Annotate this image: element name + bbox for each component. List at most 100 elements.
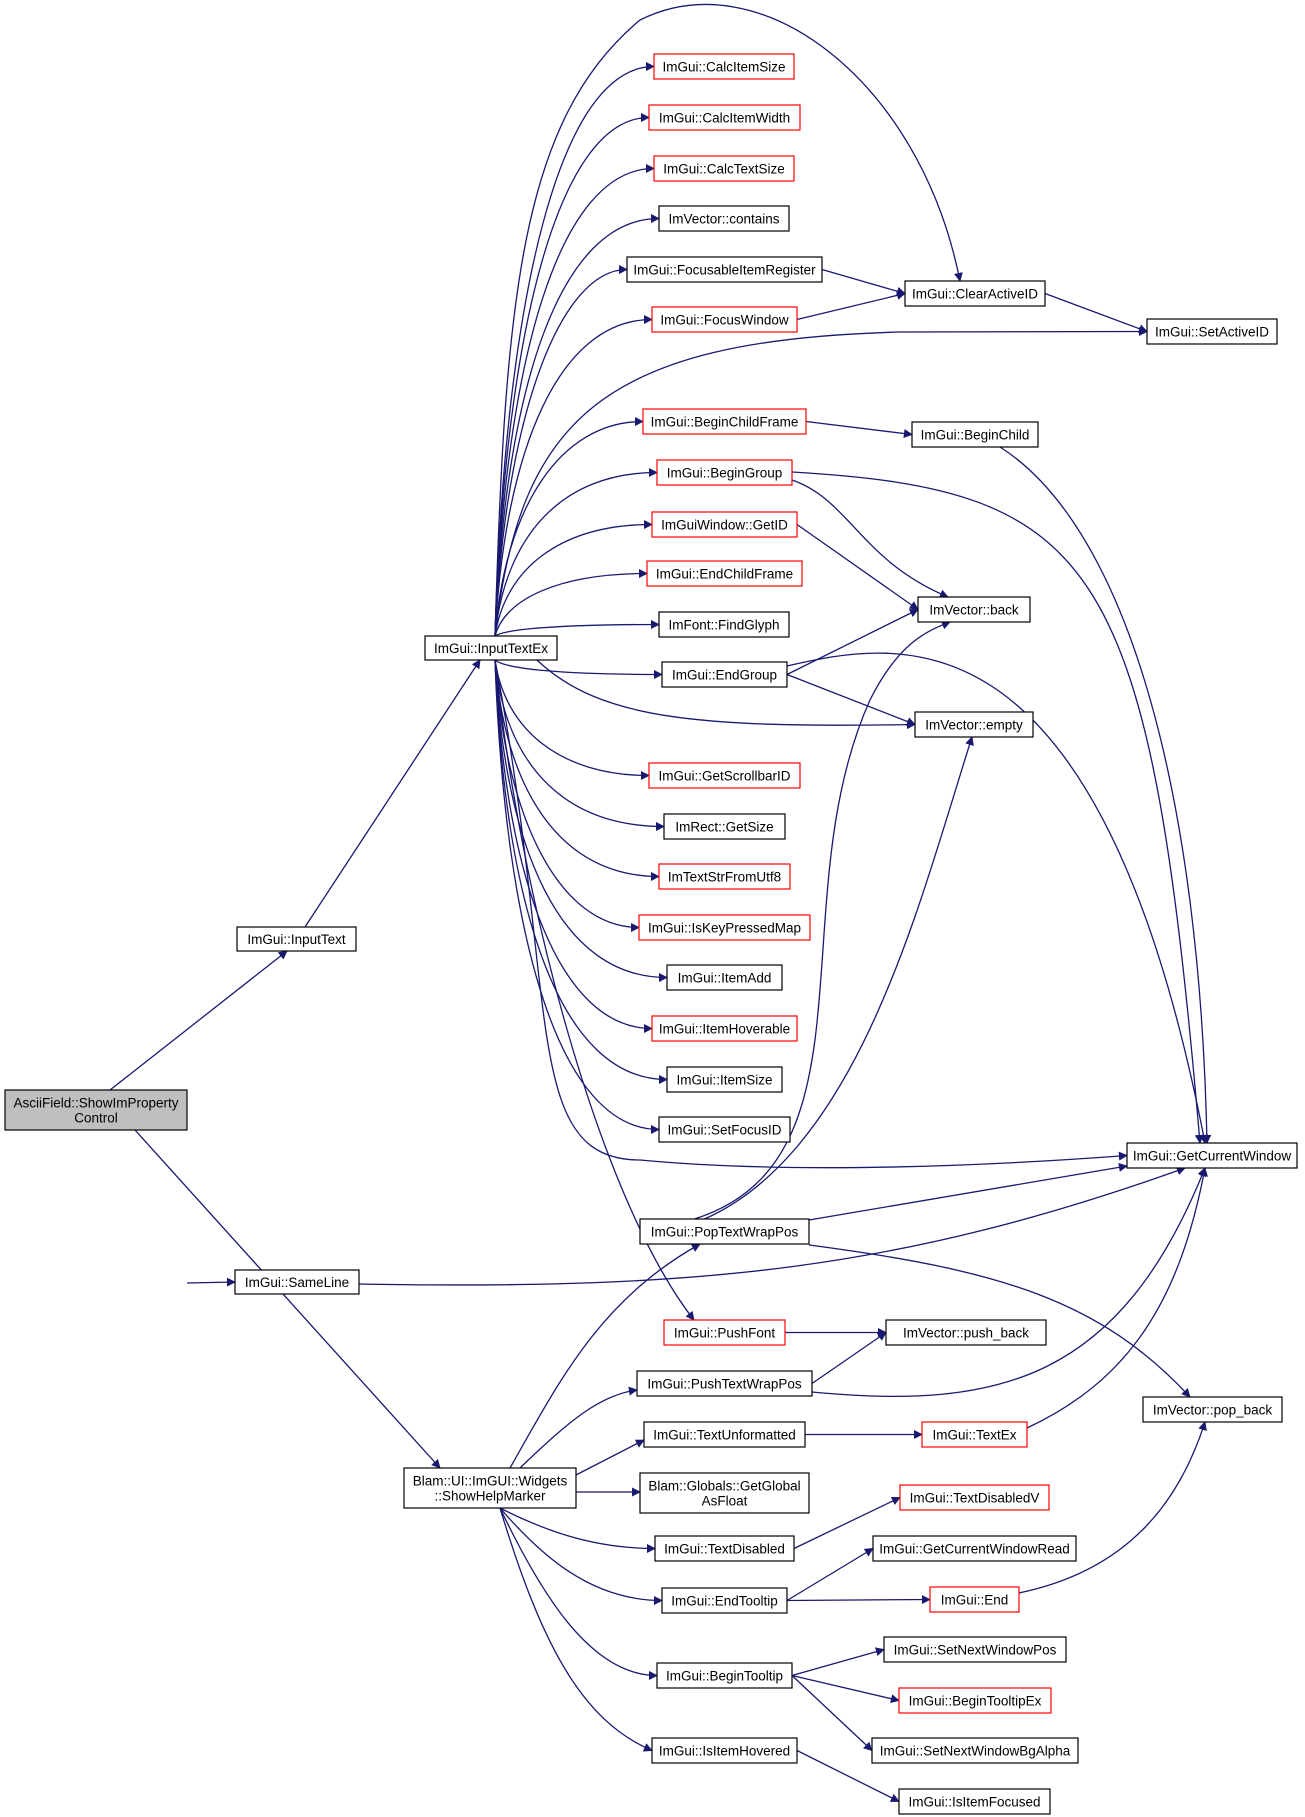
node-textex[interactable]: ImGui::TextEx: [921, 1421, 1028, 1448]
node-itemadd[interactable]: ImGui::ItemAdd: [666, 964, 783, 991]
node-textdisabledv[interactable]: ImGui::TextDisabledV: [899, 1484, 1050, 1511]
node-showhelp[interactable]: Blam::UI::ImGUI::Widgets::ShowHelpMarker: [403, 1467, 577, 1509]
node-box-pushfont[interactable]: [663, 1319, 786, 1346]
node-box-inputtextex[interactable]: [424, 635, 558, 661]
node-getcurrentwindow[interactable]: ImGui::GetCurrentWindow: [1126, 1142, 1298, 1169]
node-box-end[interactable]: [929, 1586, 1020, 1613]
node-pushtextwrap[interactable]: ImGui::PushTextWrapPos: [636, 1370, 813, 1397]
node-box-showhelp[interactable]: [403, 1467, 577, 1509]
node-box-inputtext[interactable]: [236, 926, 357, 952]
node-box-itemhoverable[interactable]: [651, 1015, 798, 1042]
node-begingroup[interactable]: ImGui::BeginGroup: [656, 459, 793, 486]
node-box-begintooltip[interactable]: [656, 1662, 793, 1689]
node-beginchildframe[interactable]: ImGui::BeginChildFrame: [642, 408, 807, 435]
node-pushfont[interactable]: ImGui::PushFont: [663, 1319, 786, 1346]
node-inputtext[interactable]: ImGui::InputText: [236, 926, 357, 952]
node-box-isitemfocused[interactable]: [898, 1788, 1051, 1815]
node-endtooltip[interactable]: ImGui::EndTooltip: [661, 1587, 788, 1614]
node-box-findglyph[interactable]: [658, 611, 790, 638]
node-box-empty[interactable]: [914, 711, 1034, 738]
node-box-beginchildframe[interactable]: [642, 408, 807, 435]
node-box-endchildframe[interactable]: [646, 560, 803, 587]
node-itemhoverable[interactable]: ImGui::ItemHoverable: [651, 1015, 798, 1042]
node-empty[interactable]: ImVector::empty: [914, 711, 1034, 738]
node-box-setfocusid[interactable]: [658, 1116, 791, 1143]
node-box-getsize[interactable]: [663, 813, 786, 840]
node-box-pushtextwrap[interactable]: [636, 1370, 813, 1397]
node-itemsize[interactable]: ImGui::ItemSize: [666, 1066, 783, 1093]
node-textunformatted[interactable]: ImGui::TextUnformatted: [643, 1421, 806, 1448]
node-box-pushback[interactable]: [885, 1319, 1047, 1346]
node-box-contains[interactable]: [658, 205, 790, 232]
node-pushback[interactable]: ImVector::push_back: [885, 1319, 1047, 1346]
node-end[interactable]: ImGui::End: [929, 1586, 1020, 1613]
node-poptextwrap[interactable]: ImGui::PopTextWrapPos: [639, 1218, 810, 1245]
node-contains[interactable]: ImVector::contains: [658, 205, 790, 232]
node-box-itemadd[interactable]: [666, 964, 783, 991]
node-back[interactable]: ImVector::back: [917, 596, 1031, 623]
node-setnextwindowpos[interactable]: ImGui::SetNextWindowPos: [883, 1636, 1067, 1663]
node-getscrollbarid[interactable]: ImGui::GetScrollbarID: [648, 762, 801, 789]
node-endchildframe[interactable]: ImGui::EndChildFrame: [646, 560, 803, 587]
node-box-begintooltipex[interactable]: [898, 1687, 1052, 1714]
node-endgroup[interactable]: ImGui::EndGroup: [661, 661, 788, 688]
node-setactiveid[interactable]: ImGui::SetActiveID: [1146, 318, 1278, 345]
node-box-sameline[interactable]: [234, 1269, 360, 1295]
node-box-iskeypressed[interactable]: [638, 914, 811, 941]
node-box-back[interactable]: [917, 596, 1031, 623]
node-box-getglobal[interactable]: [639, 1472, 810, 1514]
node-box-calcitemwidth[interactable]: [648, 104, 801, 131]
node-isitemfocused[interactable]: ImGui::IsItemFocused: [898, 1788, 1051, 1815]
node-calcitemwidth[interactable]: ImGui::CalcItemWidth: [648, 104, 801, 131]
node-inputtextex[interactable]: ImGui::InputTextEx: [424, 635, 558, 661]
node-getcurrentwindowread[interactable]: ImGui::GetCurrentWindowRead: [872, 1535, 1077, 1562]
node-isitemhovered[interactable]: ImGui::IsItemHovered: [651, 1737, 798, 1764]
node-begintooltipex[interactable]: ImGui::BeginTooltipEx: [898, 1687, 1052, 1714]
node-box-beginchild[interactable]: [911, 421, 1039, 448]
node-box-setnextwindowbgalpha[interactable]: [871, 1737, 1079, 1764]
node-box-root[interactable]: [4, 1089, 188, 1131]
node-setfocusid[interactable]: ImGui::SetFocusID: [658, 1116, 791, 1143]
node-box-itemsize[interactable]: [666, 1066, 783, 1093]
node-focusable[interactable]: ImGui::FocusableItemRegister: [626, 256, 823, 283]
node-getsize[interactable]: ImRect::GetSize: [663, 813, 786, 840]
node-box-getcurrentwindow[interactable]: [1126, 1142, 1298, 1169]
node-box-endtooltip[interactable]: [661, 1587, 788, 1614]
node-box-textex[interactable]: [921, 1421, 1028, 1448]
node-popback[interactable]: ImVector::pop_back: [1142, 1396, 1283, 1423]
node-iskeypressed[interactable]: ImGui::IsKeyPressedMap: [638, 914, 811, 941]
node-box-textdisabled[interactable]: [654, 1535, 795, 1562]
node-box-calctextsize[interactable]: [653, 155, 795, 182]
node-textdisabled[interactable]: ImGui::TextDisabled: [654, 1535, 795, 1562]
node-begintooltip[interactable]: ImGui::BeginTooltip: [656, 1662, 793, 1689]
node-getid[interactable]: ImGuiWindow::GetID: [651, 511, 798, 538]
node-box-imtextstr[interactable]: [658, 863, 791, 890]
node-calcitemsize[interactable]: ImGui::CalcItemSize: [653, 53, 795, 80]
node-box-calcitemsize[interactable]: [653, 53, 795, 80]
node-box-getcurrentwindowread[interactable]: [872, 1535, 1077, 1562]
node-clearactiveid[interactable]: ImGui::ClearActiveID: [904, 280, 1046, 307]
node-imtextstr[interactable]: ImTextStrFromUtf8: [658, 863, 791, 890]
node-box-setnextwindowpos[interactable]: [883, 1636, 1067, 1663]
node-findglyph[interactable]: ImFont::FindGlyph: [658, 611, 790, 638]
node-box-textdisabledv[interactable]: [899, 1484, 1050, 1511]
node-box-popback[interactable]: [1142, 1396, 1283, 1423]
node-box-endgroup[interactable]: [661, 661, 788, 688]
node-focuswindow[interactable]: ImGui::FocusWindow: [651, 306, 798, 333]
node-setnextwindowbgalpha[interactable]: ImGui::SetNextWindowBgAlpha: [871, 1737, 1079, 1764]
node-box-begingroup[interactable]: [656, 459, 793, 486]
node-box-getscrollbarid[interactable]: [648, 762, 801, 789]
node-box-focuswindow[interactable]: [651, 306, 798, 333]
node-box-isitemhovered[interactable]: [651, 1737, 798, 1764]
node-box-clearactiveid[interactable]: [904, 280, 1046, 307]
node-box-focusable[interactable]: [626, 256, 823, 283]
node-box-poptextwrap[interactable]: [639, 1218, 810, 1245]
node-box-textunformatted[interactable]: [643, 1421, 806, 1448]
node-box-setactiveid[interactable]: [1146, 318, 1278, 345]
node-beginchild[interactable]: ImGui::BeginChild: [911, 421, 1039, 448]
node-sameline[interactable]: ImGui::SameLine: [234, 1269, 360, 1295]
node-box-getid[interactable]: [651, 511, 798, 538]
node-calctextsize[interactable]: ImGui::CalcTextSize: [653, 155, 795, 182]
